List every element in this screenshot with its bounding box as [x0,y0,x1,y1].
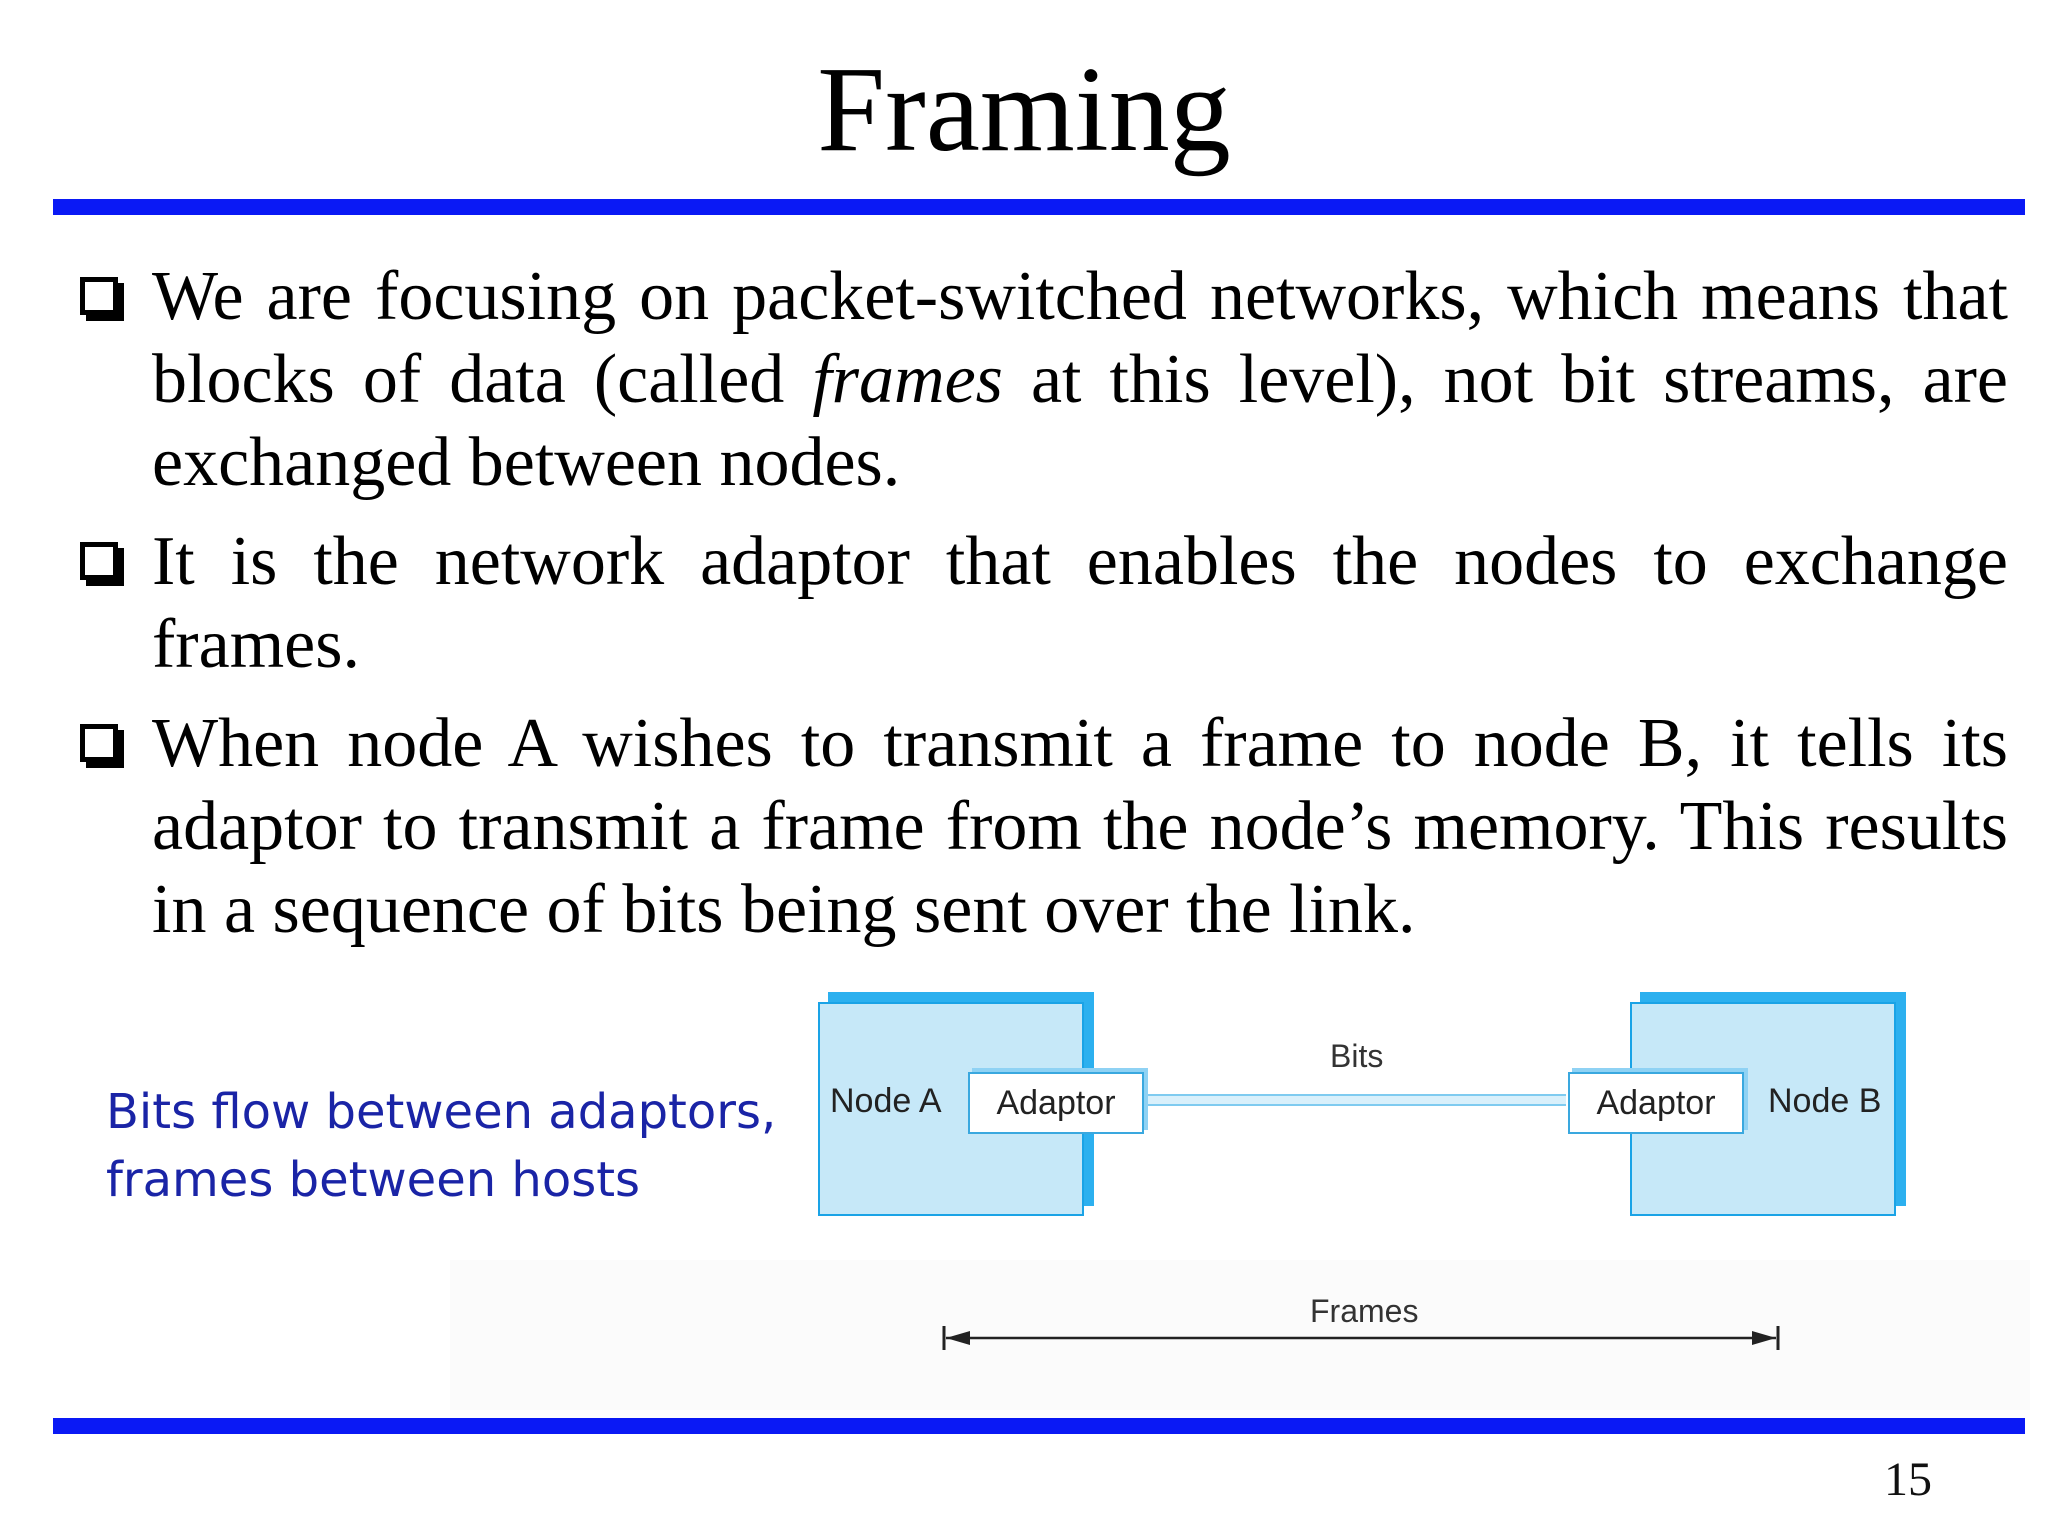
node-b-label: Node B [1768,1082,1882,1120]
diagram-background [450,1260,2030,1410]
bullet-text-part: We are focusing on packet-switched netwo… [152,258,2008,418]
bullet-text-part: at this level), not bit streams, are exc… [152,341,2008,501]
bullet-text: When node A wishes to transmit a frame t… [152,705,2008,948]
framing-diagram: Adaptor Adaptor Node A Node B Bits Frame… [450,990,2030,1410]
bullet-text: We are focusing on packet-switched netwo… [152,255,2008,504]
bits-label: Bits [1330,1038,1384,1074]
bits-link [1146,1094,1566,1106]
bullet-item: We are focusing on packet-switched netwo… [70,255,2008,504]
arrow-head-right-icon [1752,1331,1776,1345]
title-divider-rule [53,199,2025,215]
bullet-list: We are focusing on packet-switched netwo… [70,255,2008,967]
checkbox-square-icon [80,542,118,580]
bullet-item: When node A wishes to transmit a frame t… [70,702,2008,951]
slide-title: Framing [817,42,1231,177]
emphasis-term: frames [812,341,1003,418]
frames-label: Frames [1310,1293,1419,1329]
bullet-text: It is the network adaptor that enables t… [152,523,2008,683]
bullet-item: It is the network adaptor that enables t… [70,520,2008,686]
arrow-head-left-icon [946,1331,970,1345]
node-a-label: Node A [830,1082,942,1120]
frames-double-arrow [942,1326,1780,1350]
adaptor-a: Adaptor [968,1072,1144,1134]
diagram-caption: Bits flow between adaptors, frames betwe… [106,1078,806,1214]
footer-divider-rule [53,1418,2025,1434]
caption-line: frames between hosts [106,1152,641,1208]
checkbox-square-icon [80,277,118,315]
checkbox-square-icon [80,724,118,762]
caption-line: Bits flow between adaptors, [106,1084,777,1140]
adaptor-b: Adaptor [1568,1072,1744,1134]
page-number: 15 [1884,1453,1932,1506]
